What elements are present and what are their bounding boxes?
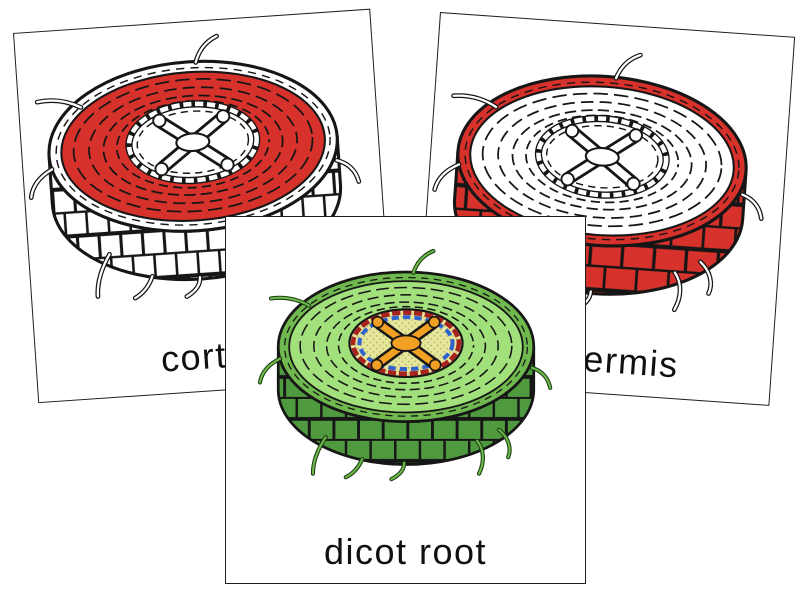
root-hairs <box>257 248 553 482</box>
dicot-root-illustration <box>257 248 553 482</box>
phloem-ring <box>357 315 455 372</box>
xylem-cross <box>152 109 235 177</box>
xylem-cross <box>370 315 442 372</box>
xylem-cross <box>560 123 643 191</box>
endodermis-ring <box>350 310 462 377</box>
card-dicot-root: dicot root <box>225 216 586 584</box>
card-label-dicot-root: dicot root <box>323 531 488 572</box>
